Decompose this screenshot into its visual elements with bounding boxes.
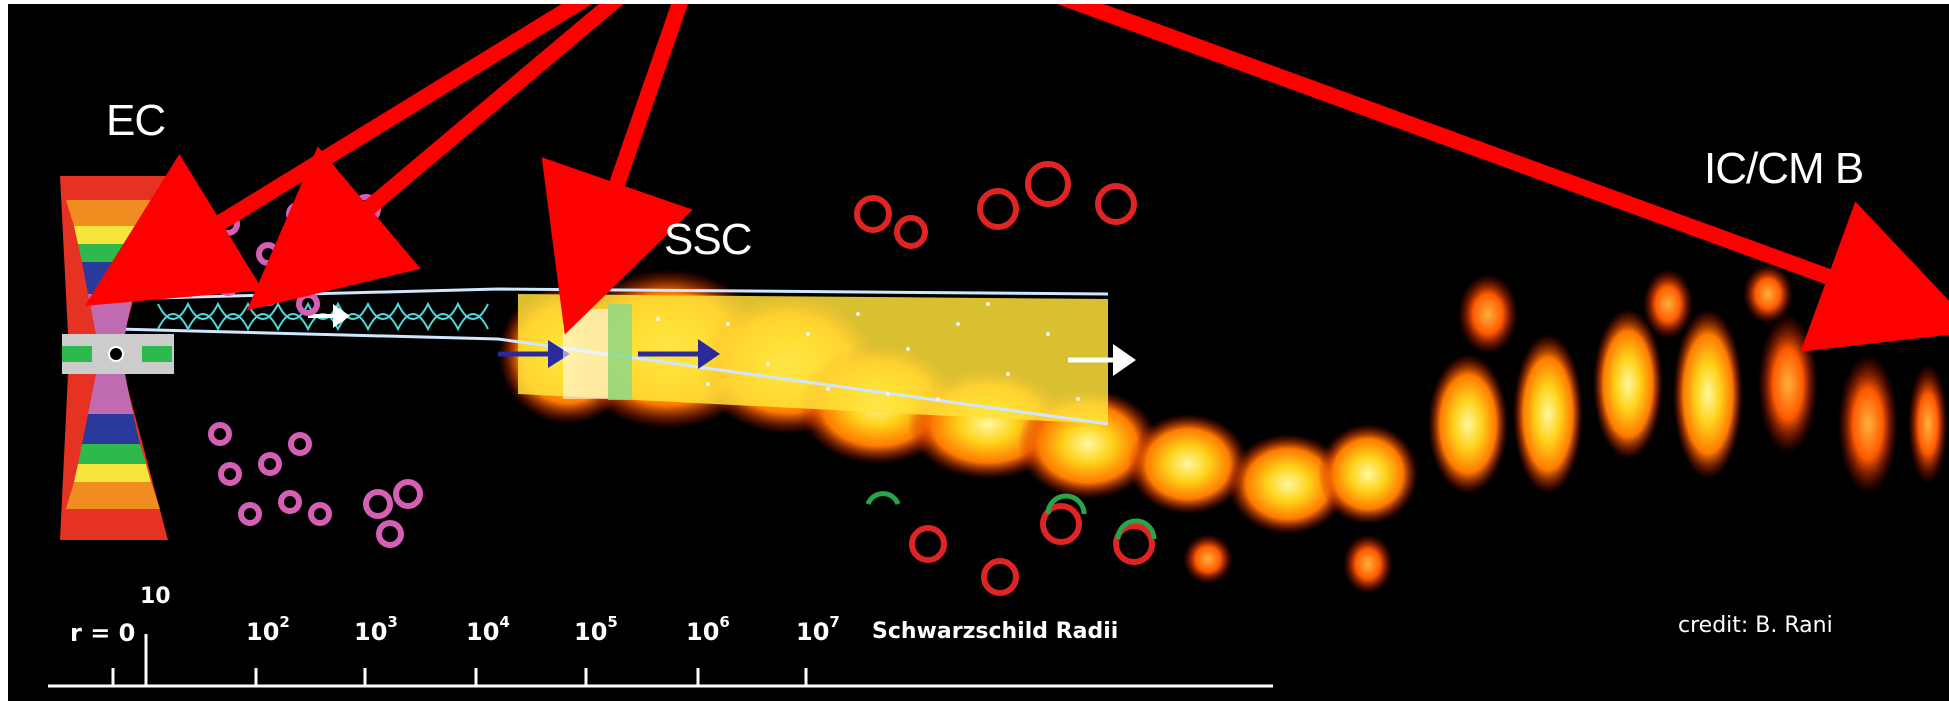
image-credit: credit: B. Rani: [1678, 613, 1833, 638]
label-ssc: SSC: [664, 215, 752, 264]
axis-tick-label: 107: [796, 613, 840, 646]
axis-origin-label: r = 0: [70, 619, 136, 647]
axis-tick-label: 103: [354, 613, 398, 646]
jet-illustration: [48, 4, 1949, 688]
radius-axis: [48, 634, 1273, 688]
axis-ten-label: 10: [140, 584, 171, 609]
axis-tick-label: 106: [686, 613, 730, 646]
jet-direction-arrows: [308, 304, 1136, 376]
shock-layer: [608, 304, 632, 400]
axis-tick-label: 105: [574, 613, 618, 646]
label-ic-cmb: IC/CM B: [1704, 144, 1864, 193]
green-clouds: [865, 491, 1157, 540]
nlr-clouds: [854, 161, 1155, 596]
blazar-jet-diagram: EC SSC IC/CM B credit: B. Rani r = 0 10 …: [8, 4, 1949, 701]
torus: [60, 176, 199, 540]
axis-tick-label: 104: [466, 613, 510, 646]
axis-unit-label: Schwarzschild Radii: [872, 619, 1119, 644]
label-ec: EC: [106, 96, 166, 145]
process-arrows: [84, 4, 1949, 352]
axis-tick-label: 102: [246, 613, 290, 646]
